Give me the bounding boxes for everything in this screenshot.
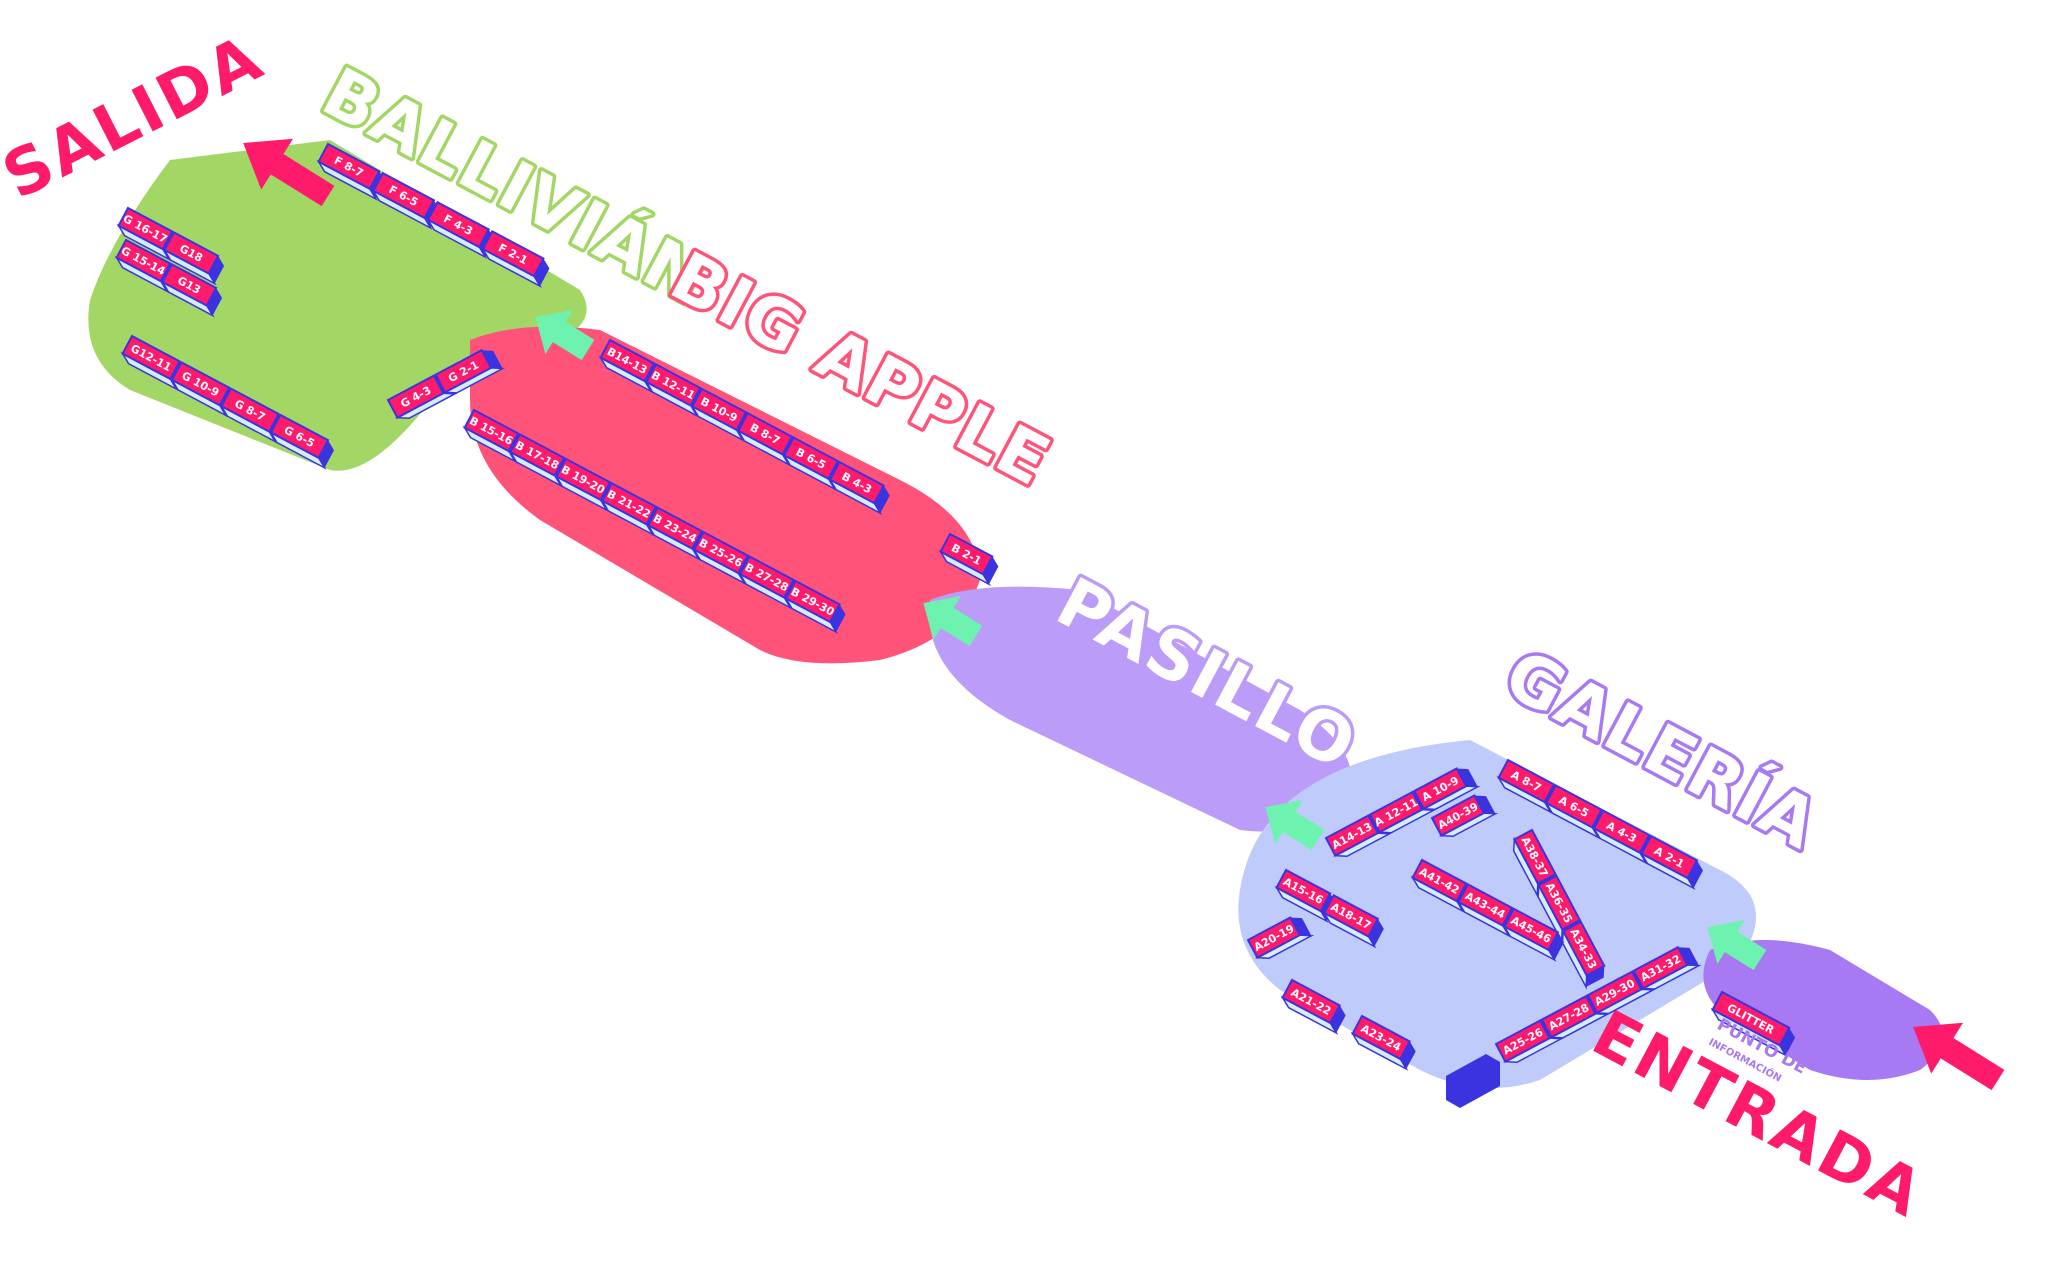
stall: GLITTER [1710,990,1796,1058]
stall: A 2-1 [1639,834,1703,891]
stall: G18 [162,231,225,286]
entry-pad [1703,940,1943,1080]
service-block [1446,1054,1500,1108]
stall: B 4-3 [828,460,890,516]
stall: A 10-9 [1412,767,1481,811]
exit-arrow [243,138,335,207]
stall: B 2-1 [938,532,999,587]
stall: A25-26 [1494,1019,1564,1064]
stall: F 2-1 [480,229,550,289]
stall: F 4-3 [426,200,495,260]
stall: G 6-5 [268,413,335,470]
stall: B 25-26 [692,530,754,586]
stall: A34-33 [1561,920,1606,990]
stall: B 29-30 [783,579,846,634]
stall: A21-22 [1280,978,1346,1035]
big-apple-floor [470,326,980,664]
stall: A18-17 [1322,893,1384,949]
stall: G13 [160,263,223,318]
stall: G 16-17 [116,206,179,262]
stall: A 8-7 [1496,758,1560,814]
pasillo-floor [929,586,1352,832]
entry-arrow [1913,1022,2005,1091]
stall: B 21-22 [600,481,662,537]
stall: G 2-1 [434,348,506,394]
stall: B 17-18 [508,433,571,488]
